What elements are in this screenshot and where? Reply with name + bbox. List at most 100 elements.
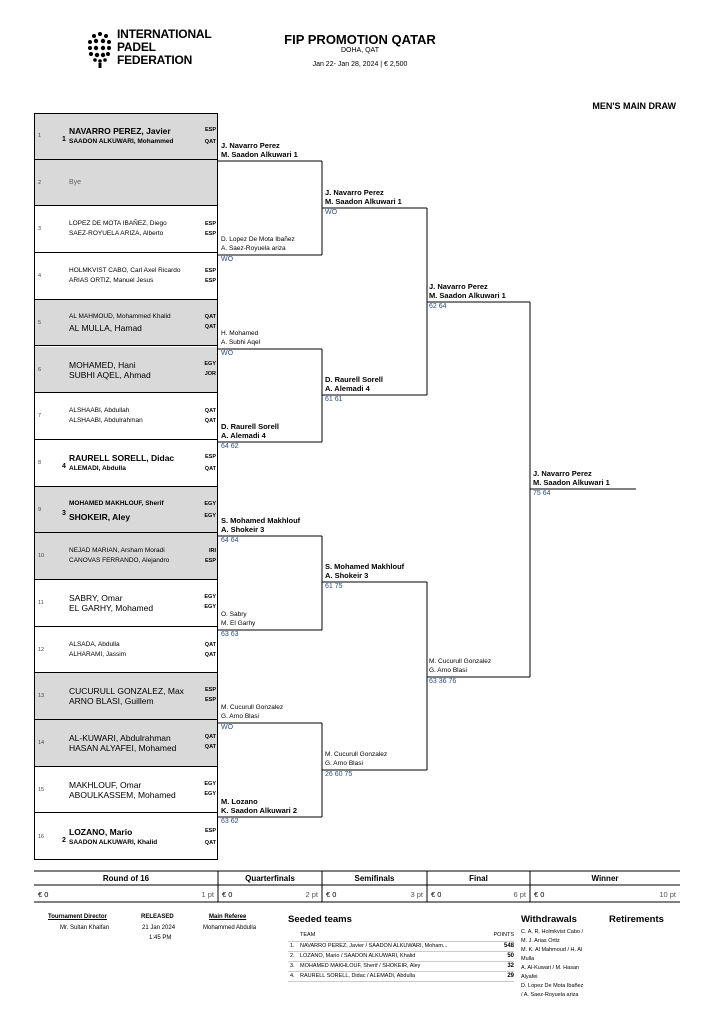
winner-line-1: S. Mohamed Makhlouf — [325, 562, 405, 571]
player-name: CANOVAS FERRANDO, Alejandro — [69, 557, 170, 565]
player-name: LOZANO, Mario — [69, 826, 133, 837]
round-prize: € 0 — [222, 890, 233, 899]
player-nationality: ESP — [204, 558, 216, 565]
match-score: 63 36 76 — [429, 678, 457, 685]
seed-team: LOZANO, Mario / SAADON ALKUWARI, Khalid — [300, 953, 416, 959]
winner-line-2: A. Subhi Aqel — [221, 339, 261, 346]
withdrawal-line: / A. Saez-Royuela ariza — [521, 992, 579, 998]
player-name: ALHARAMI, Jassim — [69, 650, 127, 658]
match-score: 63 62 — [221, 818, 239, 825]
winner-line-1: H. Mohamed — [221, 330, 259, 337]
retirements-title: Retirements — [609, 914, 664, 925]
match-score: 64 64 — [221, 537, 239, 544]
match-score: 62 64 — [429, 303, 447, 310]
round-prize: € 0 — [38, 890, 49, 899]
winner-line-1: J. Navarro Perez — [429, 282, 488, 291]
entry-position: 9 — [38, 506, 42, 513]
player-name: SHOKEIR, Aley — [69, 511, 131, 522]
player-name: ALSHAABI, Abdulrahman — [69, 417, 143, 425]
released-label: RELEASED — [141, 914, 174, 920]
winner-line-2: M. Saadon Alkuwari 1 — [221, 150, 298, 159]
match-score: 63 63 — [221, 631, 239, 638]
withdrawals-title: Withdrawals — [521, 914, 577, 925]
player-name: MOHAMED, Hani — [69, 359, 136, 370]
player-name: ABOULKASSEM, Mohamed — [69, 789, 176, 800]
player-nationality: EGY — [204, 512, 216, 519]
match-score: WO — [221, 350, 234, 357]
round-points: 2 pt — [305, 890, 318, 899]
fip-logo-icon — [88, 32, 111, 68]
round-name: Final — [469, 874, 488, 883]
seed-team: RAURELL SORELL, Didac / ALEMADI, Abdulla — [300, 973, 416, 979]
winner-line-2: A. Saez-Royuela ariza — [221, 245, 286, 252]
player-name: SAADON ALKUWARI, Khalid — [69, 838, 158, 846]
released-date: 21 Jan 2024 — [142, 925, 176, 931]
player-name: SAEZ-ROYUELA ARIZA, Alberto — [69, 230, 164, 238]
winner-line-1: D. Raurell Sorell — [221, 422, 279, 431]
seed-points: 548 — [503, 943, 514, 949]
player-nationality: QAT — [204, 418, 216, 425]
winner-line-1: J. Navarro Perez — [325, 188, 384, 197]
winner-line-2: A. Alemadi 4 — [221, 431, 266, 440]
player-nationality: ESP — [204, 231, 216, 238]
draw-title: MEN'S MAIN DRAW — [592, 101, 676, 111]
player-nationality: ESP — [204, 453, 216, 460]
player-name: ALEMADI, Abdulla — [69, 464, 126, 472]
winner-line-2: A. Shokeir 3 — [221, 525, 265, 534]
player-name: AL-KUWARI, Abdulrahman — [69, 733, 171, 744]
match-score: 61 61 — [325, 396, 343, 403]
player-nationality: QAT — [204, 323, 216, 330]
seed-number: 2 — [62, 836, 66, 844]
seed-rank: 4. — [290, 973, 295, 979]
player-nationality: ESP — [204, 687, 216, 694]
round-name: Round of 16 — [102, 874, 150, 883]
referee-name: Mohammed Abdulla — [203, 925, 257, 931]
winner-line-1: M. Cucurull Gonzalez — [221, 704, 284, 711]
player-nationality: ESP — [204, 827, 216, 834]
seed-number: 1 — [62, 136, 66, 143]
withdrawals-list: C. A. R. Holmkvist Cabo /M. J. Arias Ort… — [521, 928, 583, 1000]
player-name: MOHAMED MAKHLOUF, Sherif — [69, 499, 164, 507]
player-nationality: EGY — [204, 604, 216, 610]
withdrawal-line: D. Lopez De Mota Ibañez — [521, 983, 584, 989]
winner-line-1: O. Sabry — [221, 611, 247, 618]
player-name: SUBHI AQEL, Ahmad — [69, 369, 151, 380]
entry-position: 15 — [38, 786, 45, 793]
player-name: HASAN ALYAFEI, Mohamed — [69, 743, 177, 754]
seed-team: MOHAMED MAKHLOUF, Sherif / SHOKEIR, Aley — [300, 963, 421, 969]
winner-line-2: A. Alemadi 4 — [325, 384, 370, 393]
winner-line-1: J. Navarro Perez — [533, 469, 592, 478]
entry-position: 1 — [38, 133, 42, 139]
player-name: ALSADA, Abdulla — [69, 640, 120, 648]
winner-line-2: G. Arno Blasi — [429, 667, 467, 674]
entry-position: 7 — [38, 413, 42, 420]
director-name: Mr. Sultan Khalfan — [60, 925, 110, 931]
player-name: NEJAD MARIAN, Arsham Moradi — [69, 547, 165, 555]
winner-line-2: G. Arno Blasi — [221, 713, 259, 720]
round-points: 6 pt — [513, 890, 526, 899]
entry-position: 2 — [38, 179, 42, 186]
winner-line-1: D. Lopez De Mota Ibañez — [221, 236, 295, 243]
seed-points: 29 — [507, 973, 514, 979]
player-name: CUCURULL GONZALEZ, Max — [69, 686, 184, 697]
match-score: 64 62 — [221, 443, 239, 450]
match-score: WO — [221, 724, 234, 731]
entry-position: 5 — [38, 319, 42, 326]
winner-line-1: M. Cucurull Gonzalez — [325, 751, 388, 758]
player-nationality: ESP — [204, 127, 216, 133]
match-score: 75 64 — [533, 490, 551, 497]
player-nationality: EGY — [204, 360, 216, 367]
match-score: 26 60 75 — [325, 771, 353, 778]
tournament-location: DOHA, QAT — [341, 47, 379, 54]
winner-line-2: K. Saadon Alkuwari 2 — [221, 806, 297, 815]
